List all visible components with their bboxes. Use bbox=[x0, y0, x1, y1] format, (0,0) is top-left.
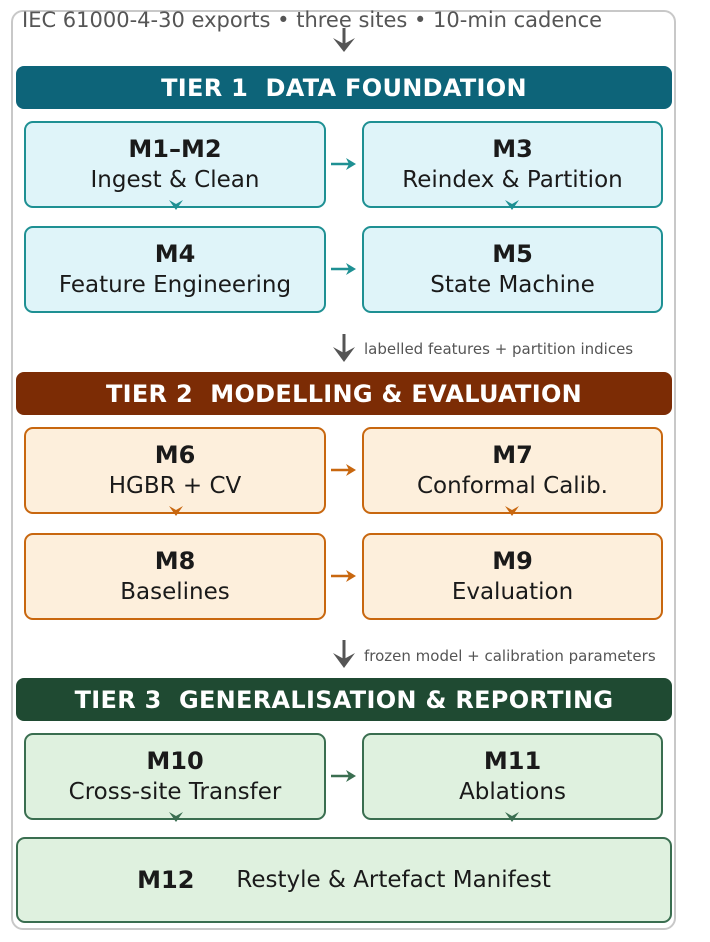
module-name: Ingest & Clean bbox=[90, 166, 260, 193]
arrow-m3-to-m5 bbox=[505, 200, 519, 210]
module-m3: M3 Reindex & Partition bbox=[362, 121, 663, 208]
module-id: M10 bbox=[146, 746, 204, 775]
data-source-note: IEC 61000-4-30 exports • three sites • 1… bbox=[22, 8, 603, 32]
arrow-m1-to-m3 bbox=[331, 158, 356, 170]
tier-1-banner: TIER 1 DATA FOUNDATION bbox=[16, 66, 672, 109]
pipeline-frame bbox=[11, 10, 676, 930]
arrow-m7-to-m9 bbox=[505, 506, 519, 516]
module-name: State Machine bbox=[430, 271, 595, 298]
arrow-m8-to-m9 bbox=[331, 570, 356, 582]
module-m8: M8 Baselines bbox=[24, 533, 326, 620]
handoff-label-1: labelled features + partition indices bbox=[364, 340, 634, 358]
arrow-m10-to-m12 bbox=[169, 812, 183, 822]
handoff-arrow-2 bbox=[333, 640, 355, 668]
module-id: M8 bbox=[154, 546, 196, 575]
input-arrow bbox=[333, 28, 355, 52]
module-name: Evaluation bbox=[451, 578, 574, 605]
module-id: M3 bbox=[492, 134, 533, 163]
module-name: Restyle & Artefact Manifest bbox=[236, 867, 551, 893]
handoff-arrow-1 bbox=[333, 334, 355, 362]
module-id: M5 bbox=[492, 239, 533, 268]
module-name: HGBR + CV bbox=[108, 472, 242, 499]
arrow-m4-to-m5 bbox=[331, 263, 356, 275]
module-m7: M7 Conformal Calib. bbox=[362, 427, 663, 514]
module-name: Ablations bbox=[459, 778, 566, 805]
arrow-m6-to-m8 bbox=[169, 506, 183, 516]
module-m5: M5 State Machine bbox=[362, 226, 663, 313]
module-name: Cross-site Transfer bbox=[68, 778, 282, 805]
arrow-m11-to-m12 bbox=[505, 812, 519, 822]
module-id: M11 bbox=[483, 746, 542, 775]
module-m11: M11 Ablations bbox=[362, 733, 663, 820]
tier-3-banner: TIER 3 GENERALISATION & REPORTING bbox=[16, 678, 672, 721]
module-name: Conformal Calib. bbox=[417, 472, 608, 499]
module-m12: M12 Restyle & Artefact Manifest bbox=[16, 837, 672, 923]
arrow-m10-to-m11 bbox=[331, 770, 356, 782]
module-name: Reindex & Partition bbox=[402, 166, 623, 193]
module-m6: M6 HGBR + CV bbox=[24, 427, 326, 514]
tier-2-banner: TIER 2 MODELLING & EVALUATION bbox=[16, 372, 672, 415]
module-id: M7 bbox=[492, 440, 533, 469]
arrow-m6-to-m7 bbox=[331, 464, 356, 476]
module-id: M9 bbox=[492, 546, 533, 575]
module-m9: M9 Evaluation bbox=[362, 533, 663, 620]
module-id: M1–M2 bbox=[128, 134, 222, 163]
module-name: Baselines bbox=[120, 578, 230, 605]
handoff-label-2: frozen model + calibration parameters bbox=[364, 647, 656, 665]
module-id: M4 bbox=[154, 239, 196, 268]
arrow-m1-to-m4 bbox=[169, 200, 183, 210]
module-id: M6 bbox=[154, 440, 196, 469]
module-name: Feature Engineering bbox=[58, 271, 292, 298]
module-m4: M4 Feature Engineering bbox=[24, 226, 326, 313]
module-id: M12 bbox=[137, 866, 195, 894]
